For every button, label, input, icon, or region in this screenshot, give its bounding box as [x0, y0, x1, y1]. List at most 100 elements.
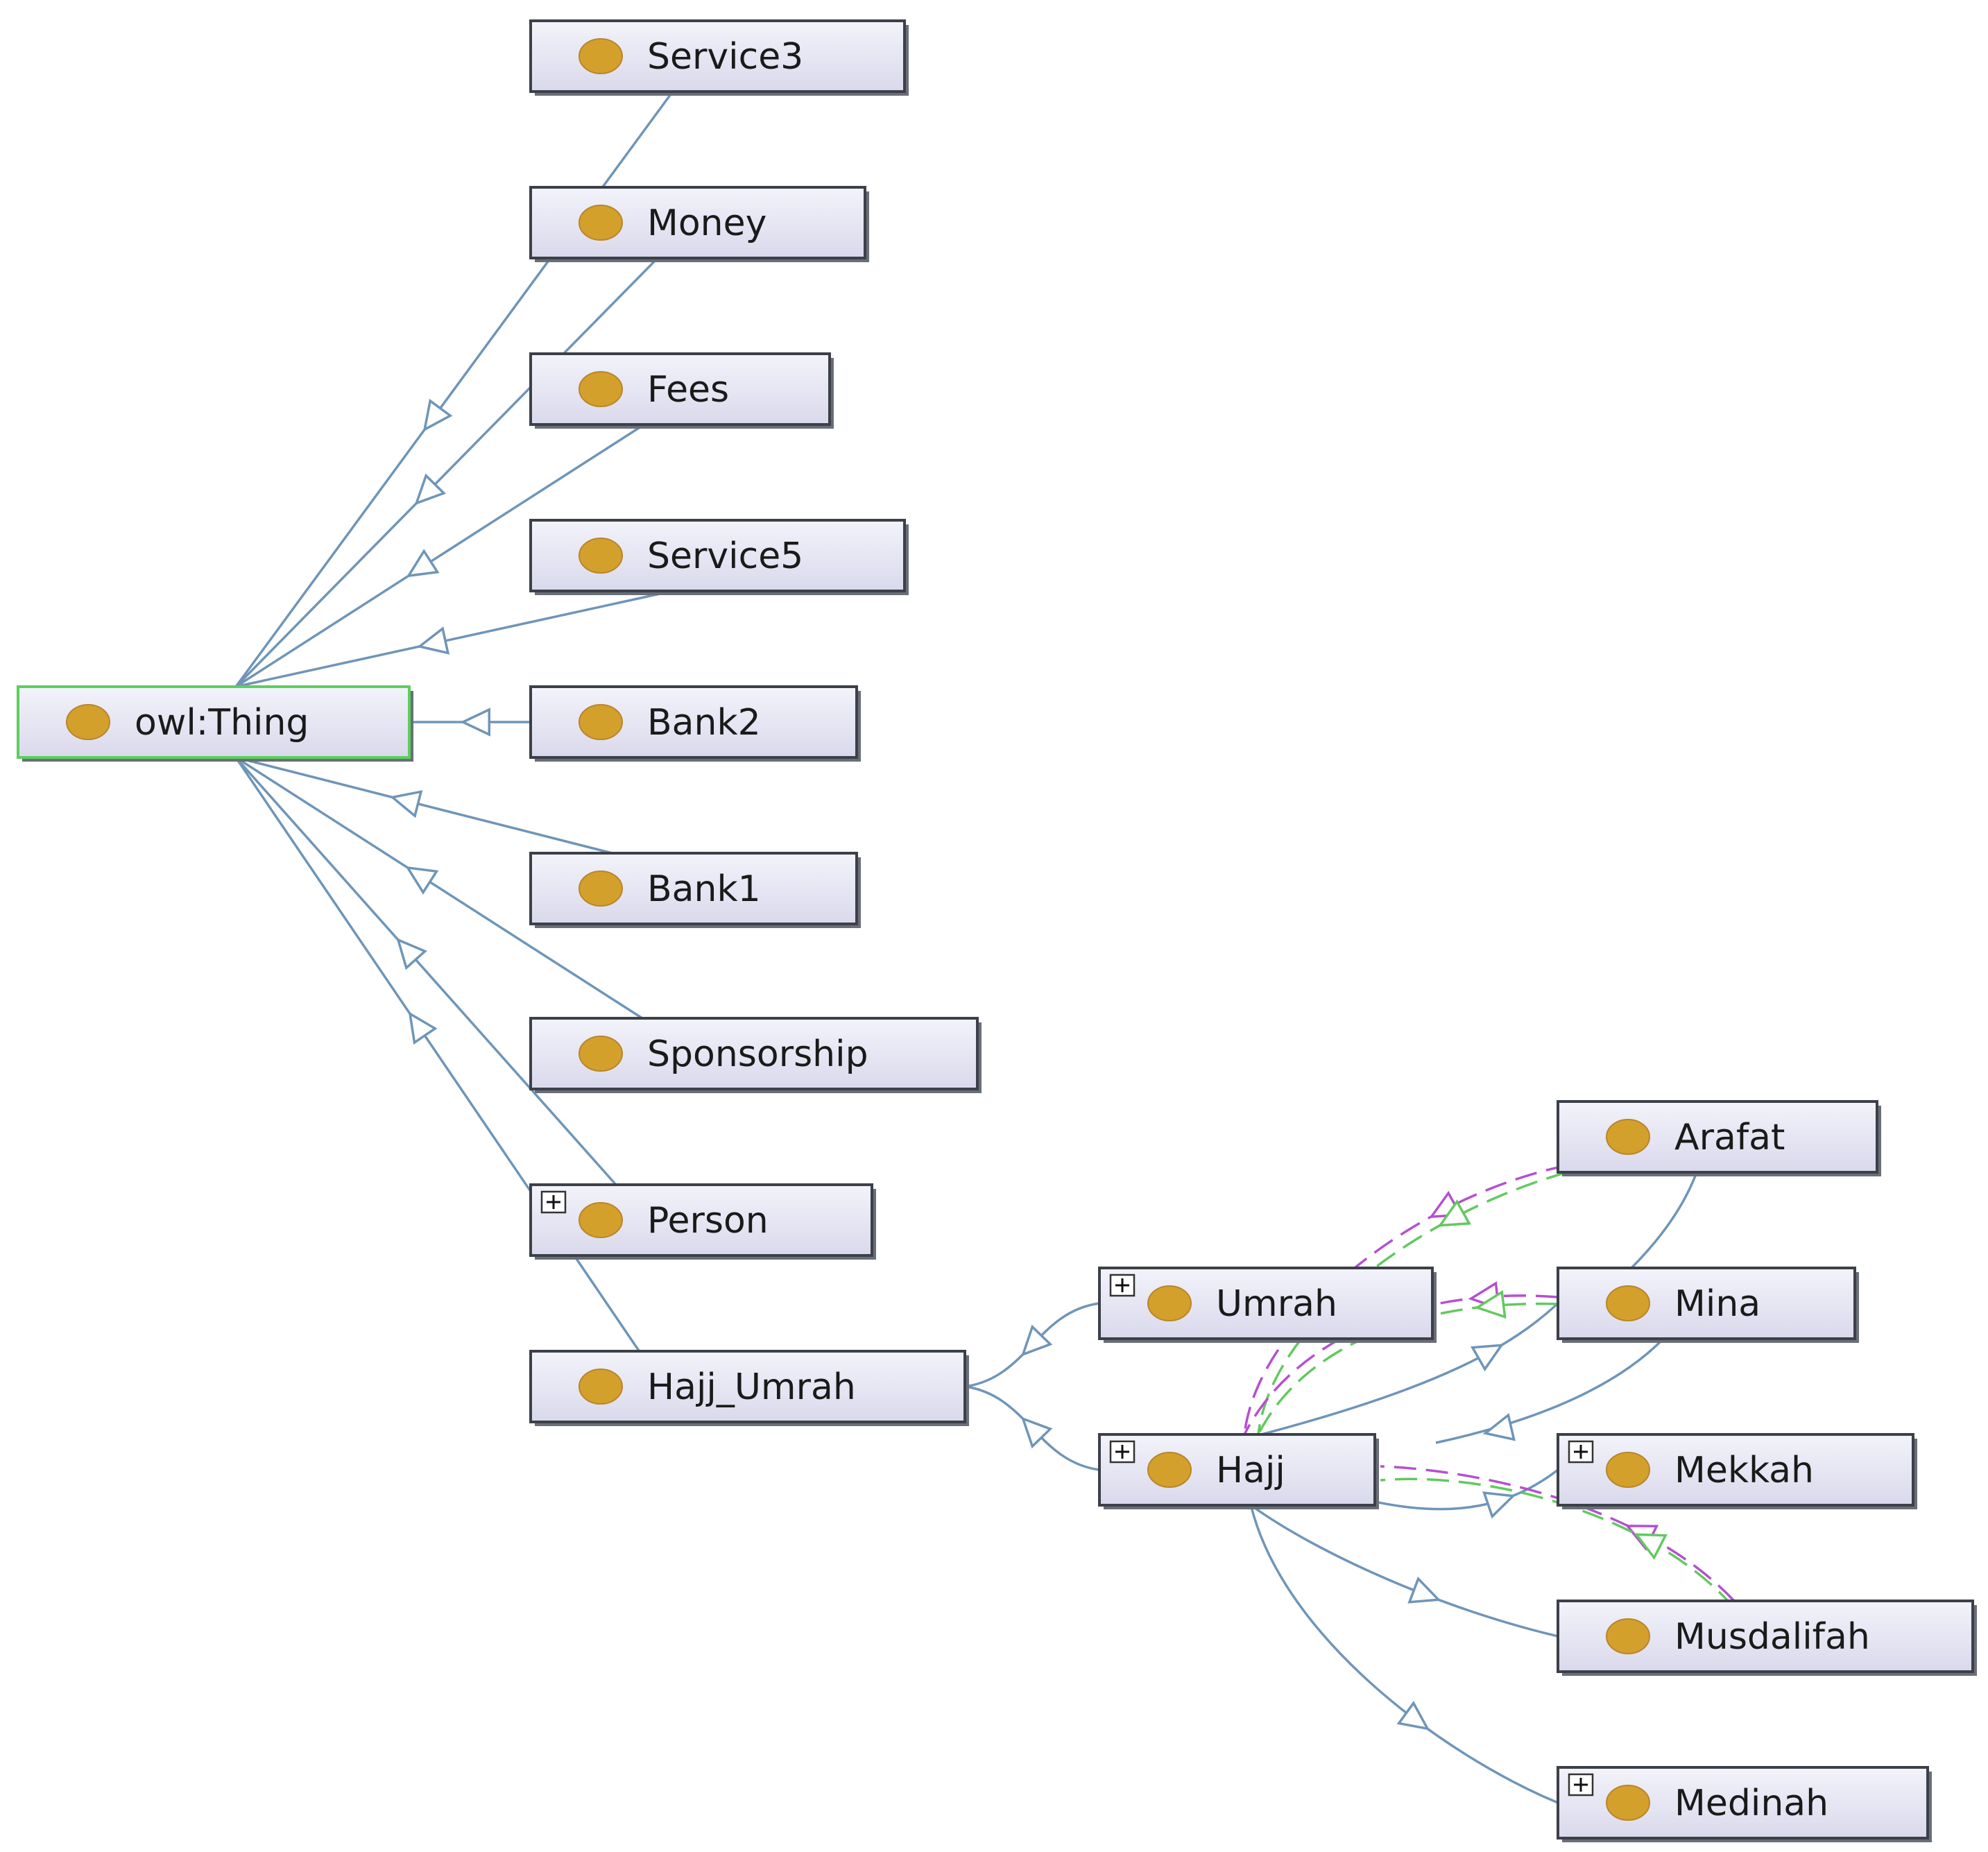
class-dot-icon — [579, 1202, 623, 1238]
class-dot-icon — [579, 704, 623, 740]
subclass-edge-hajj-to-arafat — [1629, 1172, 1698, 1271]
class-dot-icon — [1606, 1618, 1650, 1654]
edge-arrowhead — [1396, 1701, 1430, 1731]
class-node-person[interactable]: Person — [529, 1183, 876, 1260]
edge-arrowhead — [422, 398, 453, 432]
node-box — [1098, 1433, 1376, 1507]
class-node-owl-thing[interactable]: owl:Thing — [17, 685, 413, 762]
subclass-edge-hajj_umrah-to-hajj — [964, 1385, 1100, 1471]
class-dot-icon — [1147, 1452, 1192, 1488]
edge-line — [235, 756, 612, 855]
node-label: Mina — [1674, 1283, 1760, 1325]
node-label: Arafat — [1674, 1117, 1785, 1158]
node-label: Sponsorship — [647, 1034, 868, 1075]
dashed-edge-arrowhead — [1474, 1289, 1507, 1319]
class-node-sponsorship[interactable]: Sponsorship — [529, 1017, 982, 1093]
subclass-edge-owl_thing-to-service5 — [235, 590, 674, 688]
class-node-hajj-umrah[interactable]: Hajj_Umrah — [529, 1350, 969, 1426]
class-dot-icon — [1606, 1119, 1650, 1155]
class-node-bank2[interactable]: Bank2 — [529, 685, 861, 762]
node-label: Medinah — [1674, 1783, 1828, 1824]
edge-line — [1250, 1302, 1559, 1439]
edge-line — [235, 756, 643, 1020]
edge-arrowhead — [1470, 1344, 1505, 1372]
nodes-layer: owl:Thing Service3MoneyFeesService5Bank2B… — [17, 19, 1977, 1842]
property-edge-mina-green — [1257, 1289, 1559, 1435]
edge-line — [1249, 1504, 1559, 1804]
class-node-service5[interactable]: Service5 — [529, 519, 909, 595]
node-label: Musdalifah — [1674, 1616, 1870, 1658]
node-label: Bank1 — [647, 868, 761, 910]
class-node-mekkah[interactable]: Mekkah — [1557, 1433, 1917, 1509]
subclass-edge-hajj-to-musdalifah — [1250, 1504, 1559, 1638]
edge-arrowhead — [1482, 1413, 1516, 1441]
class-node-service3[interactable]: Service3 — [529, 19, 909, 96]
class-dot-icon — [1606, 1785, 1650, 1821]
dashed-edge-line — [1257, 1302, 1559, 1435]
expand-plus-icon[interactable] — [1109, 1274, 1136, 1297]
edge-line — [235, 423, 645, 688]
node-label: Fees — [647, 369, 729, 411]
dashed-edge-arrowhead — [1437, 1199, 1471, 1227]
class-dot-icon — [579, 1036, 623, 1072]
node-label: Hajj — [1216, 1450, 1285, 1491]
dashed-edge-line — [1380, 1477, 1736, 1609]
node-label: Hajj_Umrah — [647, 1366, 856, 1408]
node-label: Service5 — [647, 535, 803, 577]
property-edge-musdalifah-green — [1380, 1477, 1736, 1609]
edge-arrowhead — [1020, 1324, 1053, 1357]
subclass-edge-owl_thing-to-bank2 — [409, 708, 531, 737]
node-label: owl:Thing — [135, 702, 309, 744]
class-node-musdalifah[interactable]: Musdalifah — [1557, 1600, 1977, 1676]
subclass-edge-owl_thing-to-person — [234, 756, 617, 1186]
node-label: Service3 — [647, 36, 803, 78]
class-dot-icon — [579, 371, 623, 407]
expand-plus-icon[interactable] — [540, 1190, 567, 1214]
class-node-medinah[interactable]: Medinah — [1557, 1766, 1932, 1842]
class-dot-icon — [579, 205, 623, 241]
node-label: Money — [647, 203, 766, 244]
edge-arrowhead — [414, 473, 447, 506]
subclass-edge-hajj_umrah-to-umrah — [964, 1302, 1100, 1388]
expand-plus-icon[interactable] — [1109, 1440, 1136, 1464]
class-node-mina[interactable]: Mina — [1557, 1267, 1859, 1343]
class-node-bank1[interactable]: Bank1 — [529, 852, 861, 928]
class-node-fees[interactable]: Fees — [529, 352, 834, 429]
node-box — [529, 1183, 873, 1257]
class-dot-icon — [1147, 1285, 1192, 1321]
edge-arrowhead — [460, 708, 490, 737]
edge-arrowhead — [405, 866, 439, 895]
edge-arrowhead — [408, 1011, 438, 1045]
class-dot-icon — [579, 1369, 623, 1405]
class-dot-icon — [579, 538, 623, 574]
subclass-edge-hajj-to-mina — [1250, 1302, 1665, 1444]
edge-line — [234, 257, 659, 688]
edge-line — [1435, 1337, 1665, 1444]
dashed-edge-arrowhead — [1634, 1533, 1668, 1560]
class-node-money[interactable]: Money — [529, 186, 869, 262]
node-label: Mekkah — [1674, 1450, 1814, 1491]
node-label: Umrah — [1216, 1283, 1337, 1325]
edge-line — [1250, 1504, 1559, 1638]
edge-arrowhead — [396, 937, 427, 970]
edge-line — [235, 590, 674, 688]
class-dot-icon — [1606, 1285, 1650, 1321]
class-dot-icon — [1606, 1452, 1650, 1488]
expand-plus-icon[interactable] — [1568, 1440, 1594, 1464]
class-node-umrah[interactable]: Umrah — [1098, 1267, 1437, 1343]
expand-plus-icon[interactable] — [1568, 1773, 1594, 1797]
class-node-arafat[interactable]: Arafat — [1557, 1100, 1881, 1176]
edges-layer — [234, 90, 1736, 1804]
class-node-hajj[interactable]: Hajj — [1098, 1433, 1379, 1509]
edge-arrowhead — [1407, 1576, 1441, 1604]
subclass-edge-hajj-to-medinah — [1249, 1504, 1559, 1804]
edge-arrowhead — [1482, 1491, 1516, 1519]
class-dot-icon — [579, 38, 623, 74]
class-dot-icon — [579, 871, 623, 907]
node-label: Person — [647, 1200, 769, 1242]
subclass-edge-owl_thing-to-fees — [235, 423, 645, 688]
subclass-edge-owl_thing-to-bank1 — [235, 756, 612, 855]
subclass-edge-hajj-to-mekkah — [1374, 1468, 1559, 1519]
edge-arrowhead — [389, 790, 423, 818]
